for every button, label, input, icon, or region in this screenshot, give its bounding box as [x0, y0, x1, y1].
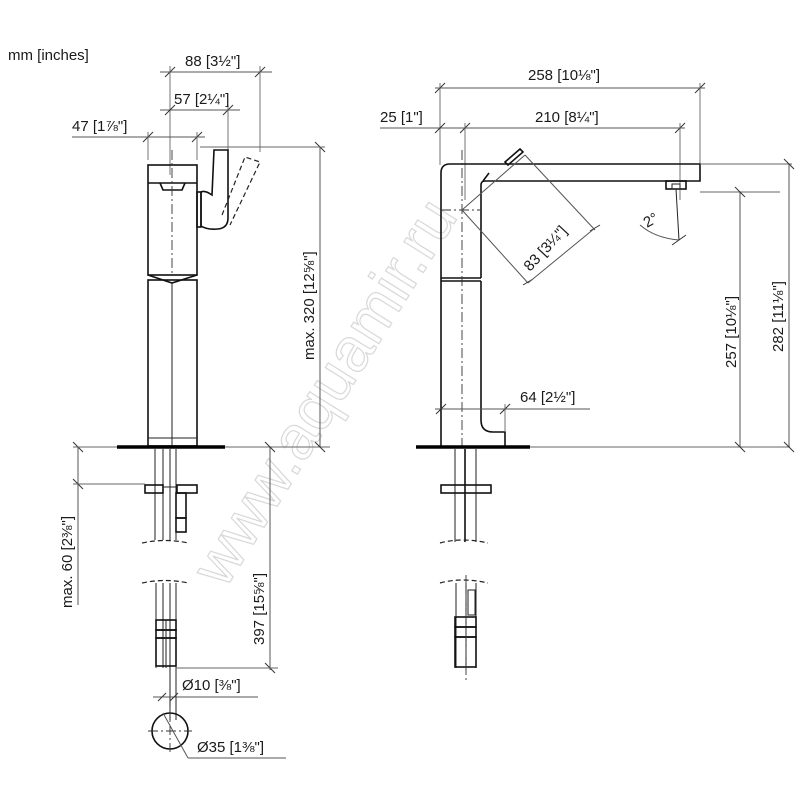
dim-hose-length: 397 [15⅝"]	[251, 573, 268, 645]
dim-total-height: 282 [11⅛"]	[770, 281, 787, 352]
dim-height-max: max. 320 [12⅝"]	[301, 251, 318, 360]
watermark: www.aquamir.ru	[178, 187, 471, 598]
dim-lever-offset: 57 [2¼"]	[174, 91, 229, 108]
lever-handle	[200, 149, 229, 230]
units-label: mm [inches]	[8, 47, 89, 64]
dim-spout-rotation: 83 [3¼"]	[520, 223, 570, 275]
dim-spout-height: 257 [10⅛"]	[723, 296, 740, 368]
front-view: 258 [10⅛"] 25 [1"] 210 [8¼"] 83 [3¼"]	[380, 67, 795, 680]
dim-counter-max: max. 60 [2⅜"]	[59, 516, 76, 608]
dim-base-depth: 64 [2½"]	[520, 389, 575, 406]
dim-width-total: 88 [3½"]	[185, 53, 240, 70]
aerator	[665, 180, 687, 190]
dim-spout-reach-total: 258 [10⅛"]	[528, 67, 600, 84]
dim-spout-reach: 210 [8¼"]	[535, 109, 599, 126]
mounting-nut	[440, 484, 492, 494]
dim-hole-diameter: Ø35 [1⅜"]	[197, 739, 264, 756]
spout	[440, 163, 701, 447]
side-view: 88 [3½"] 57 [2¼"] 47 [1⅞"] max.	[59, 53, 330, 759]
dim-body-width: 47 [1⅞"]	[72, 118, 127, 135]
dim-spout-offset: 25 [1"]	[380, 109, 423, 126]
dim-hose-diameter: Ø10 [⅜"]	[182, 677, 241, 694]
faucet-body-upper	[147, 164, 198, 276]
